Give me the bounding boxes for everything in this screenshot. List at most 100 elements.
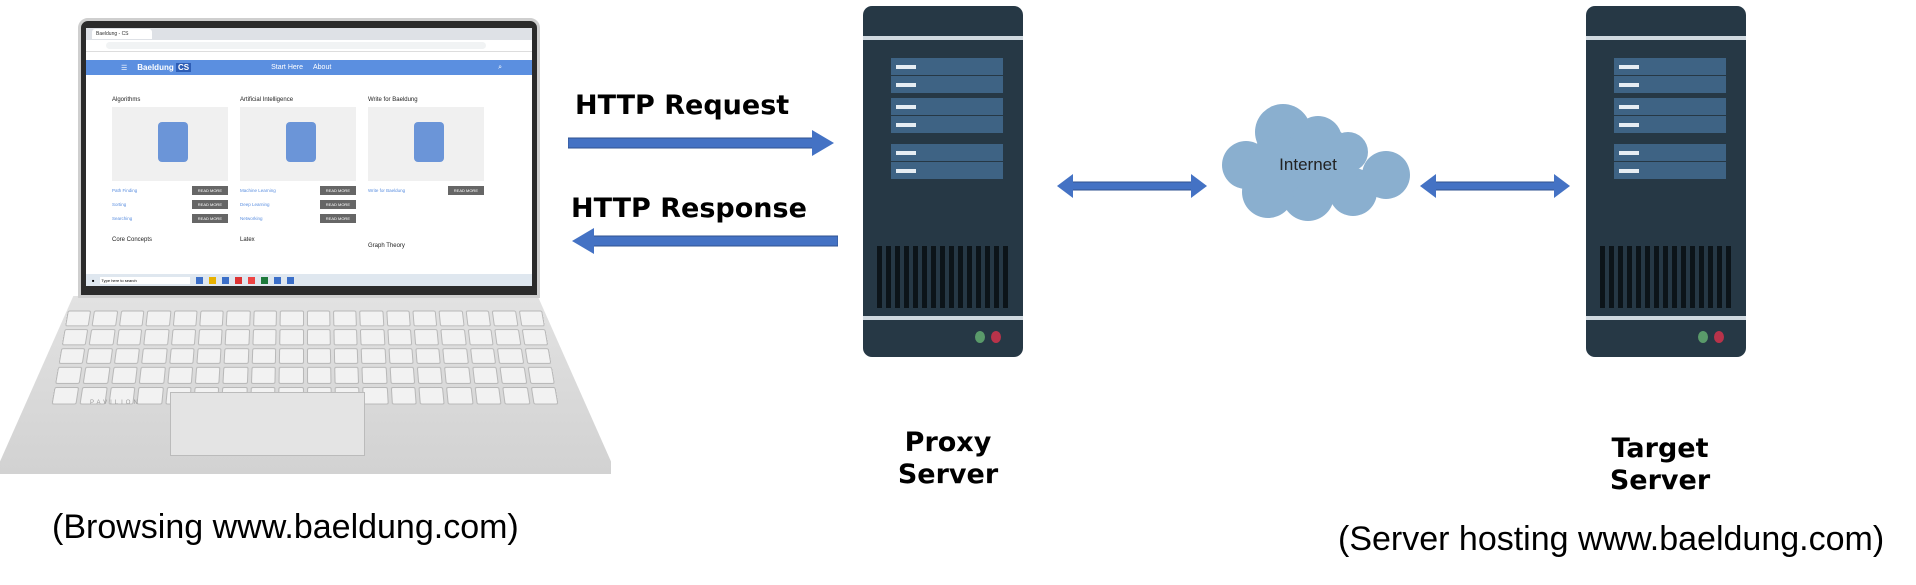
keyboard-key <box>521 328 549 345</box>
read-more-button[interactable]: READ MORE <box>191 186 228 195</box>
keyboard-key <box>361 367 388 385</box>
edge-icon[interactable] <box>287 276 295 284</box>
card-link[interactable]: Deep Learning <box>240 202 270 207</box>
keyboard-key <box>145 310 172 327</box>
keyboard-key <box>416 367 444 385</box>
internet-cloud-icon: Internet <box>1222 104 1410 221</box>
keyboard-key <box>279 310 304 327</box>
card-link[interactable]: Searching <box>112 216 133 221</box>
keyboard-key <box>199 310 225 327</box>
keyboard-key <box>110 367 138 385</box>
menu-icon[interactable]: ☰ <box>121 64 128 72</box>
keyboard-key <box>446 387 474 405</box>
keyboard-key <box>499 367 527 385</box>
keyboard-key <box>413 328 440 345</box>
keyboard-key <box>278 347 304 365</box>
laptop-brand: PAVILION <box>90 400 141 406</box>
address-bar[interactable] <box>86 40 532 52</box>
keyboard-key <box>172 310 198 327</box>
nav-about[interactable]: About <box>313 64 332 71</box>
keyboard-key <box>418 387 446 405</box>
keyboard-key <box>524 347 552 365</box>
keyboard-key <box>465 310 492 327</box>
keyboard-key <box>143 328 170 345</box>
app-icon[interactable] <box>196 276 204 284</box>
read-more-button[interactable]: READ MORE <box>447 186 484 195</box>
chrome-icon[interactable] <box>248 276 256 284</box>
app-icon[interactable] <box>235 276 243 284</box>
app-icon[interactable] <box>222 276 230 284</box>
keyboard-key <box>412 310 438 327</box>
start-icon[interactable]: ■ <box>92 277 95 283</box>
keyboard-key <box>166 367 194 385</box>
read-more-button[interactable]: READ MORE <box>319 186 356 195</box>
keyboard-key <box>197 328 223 345</box>
http-request-label: HTTP Request <box>575 90 790 121</box>
card-title: Algorithms <box>112 97 141 103</box>
browser-tab[interactable]: Baeldung - CS <box>92 29 152 39</box>
keyboard-key <box>306 310 331 327</box>
laptop-keyboard <box>51 310 559 405</box>
response-arrow <box>572 228 838 254</box>
card-link[interactable]: Networking <box>240 216 263 221</box>
excel-icon[interactable] <box>261 276 269 284</box>
keyboard-key <box>251 347 277 365</box>
keyboard-key <box>278 367 304 385</box>
search-icon[interactable]: ⌕ <box>498 63 502 71</box>
section-title: Latex <box>240 237 255 243</box>
keyboard-key <box>91 310 118 327</box>
internet-label: Internet <box>1279 155 1337 174</box>
card-link[interactable]: Machine Learning <box>240 188 276 193</box>
keyboard-key <box>222 367 249 385</box>
card-link[interactable]: Sorting <box>112 202 127 207</box>
keyboard-key <box>224 328 250 345</box>
keyboard-key <box>491 310 519 327</box>
read-more-button[interactable]: READ MORE <box>191 200 228 209</box>
keyboard-key <box>51 387 80 405</box>
card-illustration <box>112 107 228 181</box>
keyboard-key <box>467 328 494 345</box>
card-illustration <box>240 107 356 181</box>
internet-target-arrow <box>1420 174 1570 198</box>
nav-start-here[interactable]: Start Here <box>271 64 303 71</box>
keyboard-key <box>196 347 222 365</box>
keyboard-key <box>442 347 469 365</box>
keyboard-key <box>334 367 360 385</box>
keyboard-key <box>279 328 304 345</box>
keyboard-key <box>306 347 332 365</box>
site-logo[interactable]: Baeldung CS <box>137 63 192 72</box>
keyboard-key <box>387 328 413 345</box>
keyboard-key <box>389 367 416 385</box>
proxy-internet-arrow <box>1057 174 1207 198</box>
keyboard-key <box>472 367 500 385</box>
keyboard-key <box>61 328 89 345</box>
outlook-icon[interactable] <box>274 276 282 284</box>
read-more-button[interactable]: READ MORE <box>191 214 228 223</box>
folder-icon[interactable] <box>209 276 217 284</box>
keyboard-key <box>118 310 145 327</box>
keyboard-key <box>83 367 111 385</box>
card-link[interactable]: Path Finding <box>112 188 138 193</box>
keyboard-key <box>333 347 359 365</box>
taskbar-search[interactable]: Type here to search <box>100 276 191 284</box>
target-server-icon <box>1586 6 1746 357</box>
keyboard-key <box>390 387 417 405</box>
keyboard-key <box>497 347 524 365</box>
keyboard-key <box>333 328 358 345</box>
keyboard-key <box>388 347 414 365</box>
card-link[interactable]: Write for Baeldung <box>368 188 406 193</box>
keyboard-key <box>223 347 250 365</box>
read-more-button[interactable]: READ MORE <box>319 214 356 223</box>
keyboard-key <box>306 367 332 385</box>
keyboard-key <box>252 328 277 345</box>
keyboard-key <box>250 367 276 385</box>
section-title: Core Concepts <box>112 237 153 243</box>
read-more-button[interactable]: READ MORE <box>319 200 356 209</box>
keyboard-key <box>415 347 442 365</box>
taskbar: ■ Type here to search <box>86 274 532 286</box>
keyboard-key <box>474 387 502 405</box>
site-navbar: ☰ Baeldung CS Start Here About ⌕ <box>86 60 532 75</box>
keyboard-key <box>116 328 143 345</box>
